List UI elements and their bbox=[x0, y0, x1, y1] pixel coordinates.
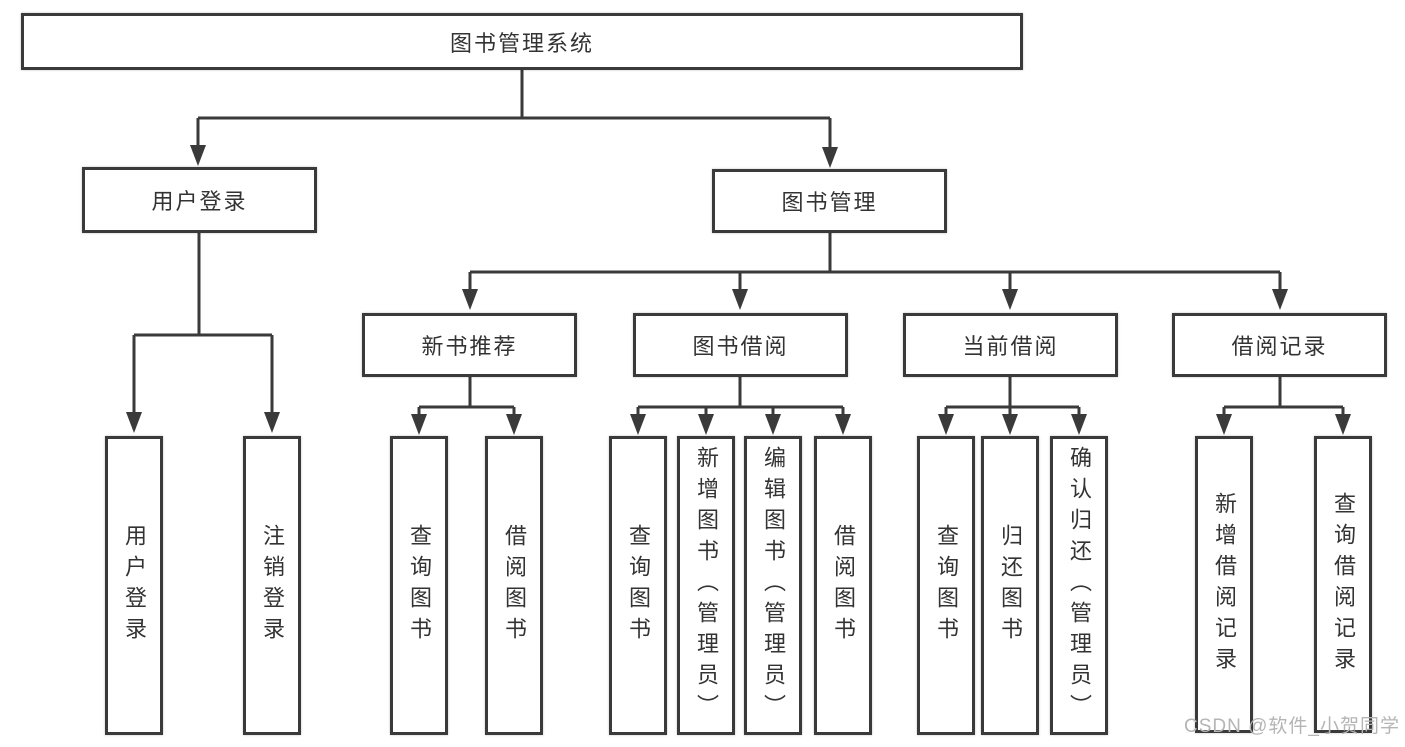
leaf-cb-confirm-return-label: 确认归还（管理员） bbox=[1067, 446, 1092, 725]
connector-current-borrow-children bbox=[938, 377, 1087, 435]
connector-book-mgmt-children bbox=[462, 233, 1288, 310]
leaf-bb-borrow-books: 借阅图书 bbox=[814, 436, 872, 735]
leaf-user-login: 用户登录 bbox=[105, 436, 163, 735]
leaf-bb-add-books-label: 新增图书（管理员） bbox=[694, 446, 719, 725]
leaf-bb-edit-books-label: 编辑图书（管理员） bbox=[761, 446, 786, 725]
leaf-bb-add-books: 新增图书（管理员） bbox=[677, 436, 735, 735]
connector-root-to-level2 bbox=[190, 69, 838, 168]
leaf-br-query-record-label: 查询借阅记录 bbox=[1331, 491, 1356, 678]
leaf-logout: 注销登录 bbox=[243, 436, 301, 735]
connector-user-login-children bbox=[126, 233, 280, 433]
watermark-credit: CSDN @软件_小贺同学 bbox=[1184, 716, 1400, 737]
leaf-bb-borrow-books-label: 借阅图书 bbox=[831, 523, 856, 648]
node-book-mgmt: 图书管理 bbox=[712, 169, 947, 233]
leaf-rec-query-books: 查询图书 bbox=[390, 436, 448, 735]
leaf-cb-return-books: 归还图书 bbox=[981, 436, 1039, 735]
leaf-rec-query-books-label: 查询图书 bbox=[407, 523, 432, 648]
node-book-borrow: 图书借阅 bbox=[633, 313, 848, 377]
leaf-br-add-record: 新增借阅记录 bbox=[1195, 436, 1253, 733]
leaf-rec-borrow-books: 借阅图书 bbox=[485, 436, 543, 735]
node-root: 图书管理系统 bbox=[21, 13, 1023, 70]
leaf-rec-borrow-books-label: 借阅图书 bbox=[502, 523, 527, 648]
leaf-cb-return-books-label: 归还图书 bbox=[998, 523, 1023, 648]
leaf-bb-query-books: 查询图书 bbox=[609, 436, 667, 735]
node-borrow-records: 借阅记录 bbox=[1172, 313, 1387, 377]
connector-borrow-records-children bbox=[1216, 377, 1351, 435]
node-current-borrow: 当前借阅 bbox=[903, 313, 1118, 377]
leaf-cb-query-books: 查询图书 bbox=[917, 436, 975, 735]
connector-book-borrow-children bbox=[630, 377, 851, 435]
leaf-cb-query-books-label: 查询图书 bbox=[934, 523, 959, 648]
leaf-user-login-label: 用户登录 bbox=[122, 523, 147, 648]
leaf-br-query-record: 查询借阅记录 bbox=[1314, 436, 1372, 733]
leaf-cb-confirm-return: 确认归还（管理员） bbox=[1050, 436, 1108, 735]
connector-new-book-rec-children bbox=[411, 377, 522, 435]
leaf-bb-query-books-label: 查询图书 bbox=[626, 523, 651, 648]
node-user-login: 用户登录 bbox=[82, 167, 317, 233]
node-new-book-rec: 新书推荐 bbox=[362, 313, 577, 377]
leaf-logout-label: 注销登录 bbox=[260, 523, 285, 648]
leaf-bb-edit-books: 编辑图书（管理员） bbox=[744, 436, 802, 735]
leaf-br-add-record-label: 新增借阅记录 bbox=[1212, 491, 1237, 678]
